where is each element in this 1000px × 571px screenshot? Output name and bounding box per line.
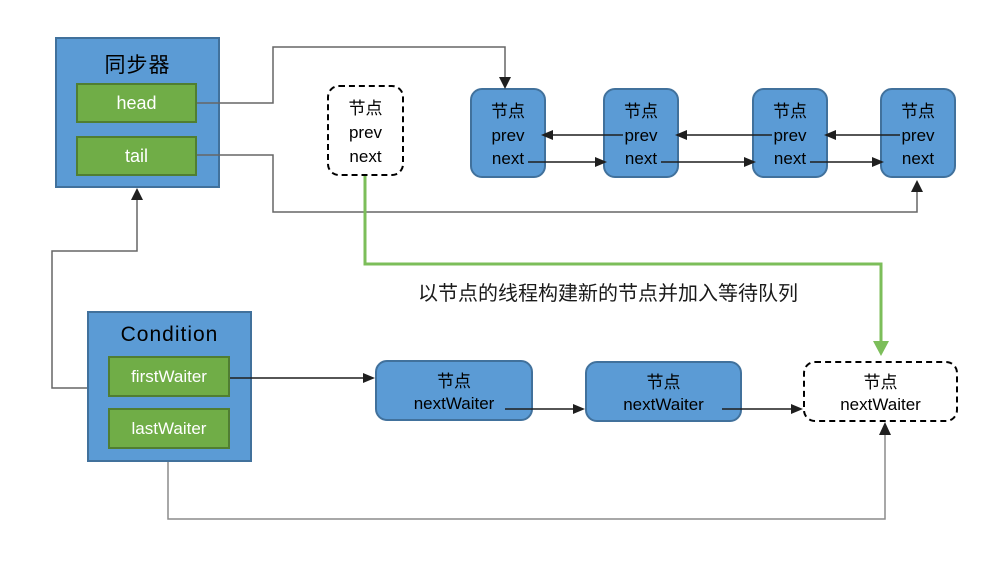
head-field: head bbox=[76, 83, 197, 123]
node-next-label: next bbox=[773, 149, 807, 169]
sync-node-1: 节点 prev next bbox=[470, 88, 546, 178]
firstwaiter-field: firstWaiter bbox=[108, 356, 230, 397]
node-title: 节点 bbox=[863, 372, 898, 392]
node-title: 节点 bbox=[437, 371, 471, 391]
node-title: 节点 bbox=[348, 99, 383, 118]
node-next-label: next bbox=[349, 147, 382, 166]
waiter-node-1: 节点 nextWaiter bbox=[375, 360, 533, 421]
node-nextwaiter-label: nextWaiter bbox=[623, 395, 704, 415]
waiter-node-2: 节点 nextWaiter bbox=[585, 361, 742, 422]
node-title: 节点 bbox=[491, 101, 525, 121]
tail-field: tail bbox=[76, 136, 197, 176]
node-prev-label: prev bbox=[901, 125, 935, 145]
node-title: 节点 bbox=[624, 101, 658, 121]
node-prev-label: prev bbox=[773, 125, 807, 145]
node-title: 节点 bbox=[646, 372, 681, 392]
lastwaiter-field: lastWaiter bbox=[108, 408, 230, 449]
sync-node-2: 节点 prev next bbox=[603, 88, 679, 178]
condition-title: Condition bbox=[120, 323, 219, 346]
node-nextwaiter-label: nextWaiter bbox=[413, 394, 495, 414]
node-title: 节点 bbox=[901, 101, 935, 121]
annotation-text: 以节点的线程构建新的节点并加入等待队列 bbox=[418, 283, 798, 305]
node-prev-label: prev bbox=[348, 123, 383, 142]
detached-sync-node: 节点 prev next bbox=[327, 85, 404, 176]
node-next-label: next bbox=[491, 149, 525, 169]
sync-node-4: 节点 prev next bbox=[880, 88, 956, 178]
enqueue-green-arrow bbox=[363, 176, 889, 356]
node-next-label: next bbox=[624, 149, 658, 169]
new-waiter-node: 节点 nextWaiter bbox=[803, 361, 958, 422]
node-prev-label: prev bbox=[491, 125, 525, 145]
node-next-label: next bbox=[901, 149, 935, 169]
synchronizer-title: 同步器 bbox=[104, 54, 171, 77]
sync-node-3: 节点 prev next bbox=[752, 88, 828, 178]
lastwaiter-pointer-arrow bbox=[167, 422, 891, 520]
node-prev-label: prev bbox=[624, 125, 658, 145]
node-nextwaiter-label: nextWaiter bbox=[840, 395, 921, 415]
node-title: 节点 bbox=[773, 101, 807, 121]
